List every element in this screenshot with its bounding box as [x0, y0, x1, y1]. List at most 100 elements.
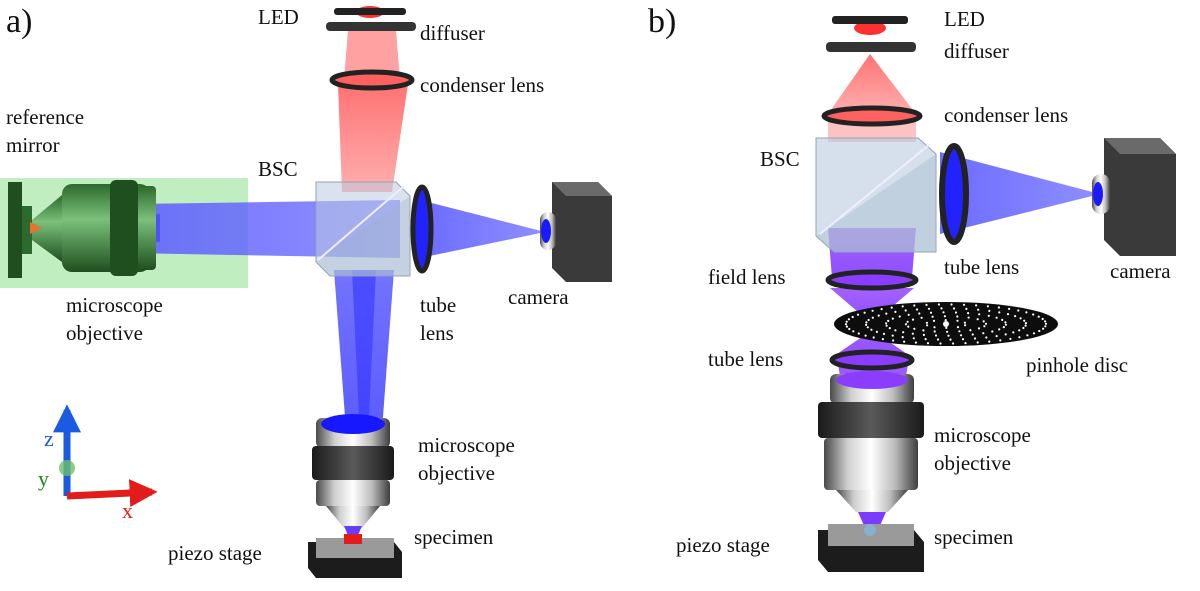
piezo-stage-label-a: piezo stage [168, 541, 262, 565]
pinhole [975, 304, 978, 307]
pinhole [984, 322, 988, 325]
pinhole [922, 333, 926, 336]
pinhole-disc-label: pinhole disc [1026, 353, 1128, 377]
pinhole [947, 334, 950, 337]
pinhole [871, 309, 874, 312]
pinhole [998, 328, 1001, 331]
piezo-stage-label-b: piezo stage [676, 533, 770, 557]
pinhole [987, 314, 990, 317]
x-axis-arrow [66, 479, 158, 508]
pinhole [922, 329, 925, 332]
pinhole [973, 337, 977, 340]
pinhole [904, 323, 908, 326]
panel-b-tag: b) [648, 3, 676, 40]
pinhole [932, 319, 936, 322]
red-cone-b [828, 54, 916, 114]
pinhole [961, 338, 965, 341]
pinhole [901, 336, 904, 339]
pinhole-disc [834, 302, 1058, 346]
y-axis-marker [59, 460, 75, 476]
pinhole [956, 319, 959, 322]
pinhole [995, 316, 998, 319]
pinhole [933, 326, 936, 329]
pinhole [890, 306, 893, 309]
pinhole [940, 307, 943, 310]
objective-label-b-2: objective [934, 451, 1011, 475]
pinhole [865, 321, 868, 324]
pinhole [1006, 313, 1010, 316]
pinhole [958, 330, 961, 333]
bsc-label-b: BSC [760, 147, 800, 171]
pinhole [936, 338, 940, 341]
objective-bottom-label-1: microscope [418, 433, 515, 457]
pinhole [1008, 307, 1011, 310]
pinhole [904, 309, 907, 312]
pinhole [912, 337, 915, 340]
pinhole [949, 338, 952, 341]
pinhole [1023, 319, 1026, 322]
coordinate-axes [53, 404, 158, 508]
beam-splitter-cube-b [815, 137, 937, 253]
pinhole [991, 330, 994, 333]
pinhole [907, 325, 910, 328]
pinhole [976, 341, 979, 344]
pinhole [892, 339, 895, 342]
led-label-b: LED [944, 7, 985, 31]
reference-mirror-label-1: reference [6, 105, 84, 129]
tube-lens-top-b [939, 143, 969, 245]
pinhole [880, 308, 883, 311]
pinhole [845, 325, 849, 328]
pinhole [945, 326, 948, 329]
pinhole [926, 342, 930, 345]
panel-b: b) LED diffuser condenser lens BSC tube … [648, 3, 1176, 572]
reference-mirror-label-2: mirror [6, 133, 60, 157]
pinhole [1044, 320, 1047, 323]
pinhole [1024, 324, 1027, 327]
pinhole [1002, 326, 1005, 329]
pinhole [885, 322, 888, 325]
tube-lens-a [410, 184, 434, 274]
pinhole [1032, 332, 1036, 335]
pinhole [926, 324, 929, 327]
camera-b [1092, 138, 1176, 256]
pinhole [939, 342, 942, 345]
objective-label-b-1: microscope [934, 423, 1031, 447]
pinhole [983, 325, 986, 328]
pinhole [1024, 322, 1027, 325]
pinhole [925, 303, 928, 306]
pinhole [1004, 333, 1007, 336]
pinhole [998, 311, 1001, 314]
pinhole [978, 313, 981, 316]
pinhole [944, 319, 947, 322]
pinhole [988, 309, 991, 312]
pinhole [865, 323, 868, 326]
pinhole [982, 332, 985, 335]
condenser-lens-label-a: condenser lens [420, 73, 544, 97]
pinhole [844, 323, 848, 326]
panel-a-tag: a) [6, 3, 32, 40]
pinhole [1022, 326, 1025, 330]
pinhole [885, 324, 888, 327]
objective-left-label-1: microscope [66, 293, 163, 317]
pinhole [1044, 322, 1048, 325]
pinhole [942, 311, 945, 314]
pinhole [848, 327, 851, 331]
tube-lens-label-a-2: lens [420, 321, 454, 345]
pinhole [952, 307, 956, 310]
field-lens-b [825, 269, 919, 291]
pinhole [964, 342, 967, 345]
pinhole [937, 303, 941, 306]
pinhole [894, 310, 897, 313]
pinhole [851, 315, 854, 319]
condenser-lens-label-b: condenser lens [944, 103, 1068, 127]
pinhole [924, 338, 927, 341]
pinhole [1001, 318, 1004, 321]
pinhole [952, 342, 955, 345]
diffuser-label-a: diffuser [420, 21, 485, 45]
pinhole [1037, 315, 1040, 318]
pinhole [906, 320, 909, 323]
pinhole [920, 316, 923, 319]
pinhole [901, 305, 904, 308]
pinhole [954, 311, 958, 314]
pinhole [856, 313, 860, 316]
